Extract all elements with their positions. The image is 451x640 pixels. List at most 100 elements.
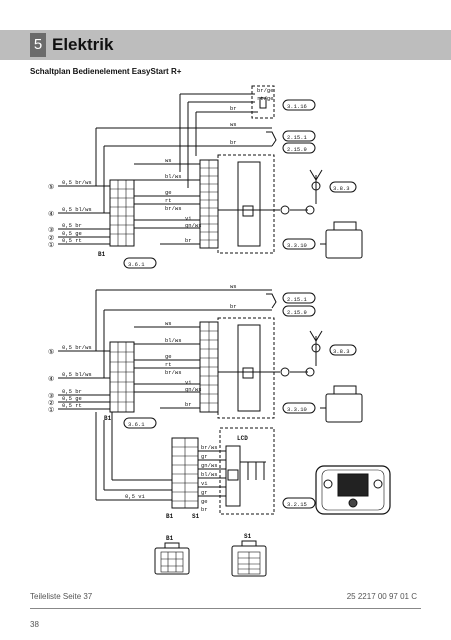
wire-label-ws-top: ws <box>230 121 237 128</box>
ref-boxes-mid <box>123 292 357 509</box>
wire-label-br: 0,5 br <box>62 222 82 229</box>
remote-control-device <box>315 465 391 515</box>
lcd-module <box>225 445 241 507</box>
antenna-top <box>309 169 323 204</box>
ref-3215: 3.2.15 <box>287 501 307 508</box>
lcd-label: LCD <box>237 435 248 442</box>
lcd-wire-ge: ge <box>201 498 208 505</box>
ref-361: 3.6.1 <box>128 261 145 268</box>
plug-top <box>280 205 290 215</box>
wire-label-blws: 0,5 bl/ws <box>62 206 92 213</box>
socket-top <box>305 205 315 215</box>
ref-3116: 3.1.16 <box>287 103 307 110</box>
wire-label-ge-mid: 0,5 ge <box>62 395 82 402</box>
relay-symbol-top <box>242 205 254 217</box>
wire-label-br-bus: br <box>185 237 192 244</box>
label-b1-detail: B1 <box>166 535 174 542</box>
antenna-mid <box>309 330 323 366</box>
wire-label-ws-mid: ws <box>230 283 237 290</box>
wire-label-br-top2: br <box>230 139 237 146</box>
pin-4: ④ <box>48 210 54 219</box>
pin-5: ⑤ <box>48 183 54 192</box>
lcd-wires <box>198 450 266 497</box>
relay-symbol-mid <box>242 367 254 379</box>
lcd-wire-blws: bl/ws <box>201 471 218 478</box>
wire-label-brge: br/ge <box>257 87 274 94</box>
socket-mid <box>305 367 315 377</box>
wire-label-ge-bus: ge <box>165 189 172 196</box>
wire-label-rt-bus: rt <box>165 197 172 204</box>
wire-label-br-mid2: br <box>230 303 237 310</box>
wire-label-ws-bus-mid: ws <box>165 320 172 327</box>
ref-boxes-top <box>123 99 357 269</box>
top-schematic <box>58 85 363 269</box>
connector-b1-detail <box>154 542 190 575</box>
pin-1: ① <box>48 241 54 250</box>
lcd-wire-gnws: gn/ws <box>201 462 218 469</box>
section-header: 5 Elektrik <box>0 30 451 60</box>
pin-4-mid: ④ <box>48 375 54 384</box>
bus-wires-mid <box>95 289 308 501</box>
wire-label-rt-mid: 0,5 rt <box>62 402 82 409</box>
lcd-relay <box>227 469 239 481</box>
switch-symbol-top <box>266 131 277 147</box>
connector-b1-mid <box>109 341 135 413</box>
wire-label-vi-bus-mid: vi <box>185 379 192 386</box>
sensor-box-top <box>251 85 275 119</box>
lcd-wire-brws: br/ws <box>201 444 218 451</box>
ref-2151: 2.15.1 <box>287 134 308 141</box>
section-number: 5 <box>30 33 46 57</box>
ref-383: 3.8.3 <box>333 185 350 192</box>
connector-s1-detail <box>231 540 267 577</box>
wire-label-vi-long: 0,5 vi <box>125 493 146 500</box>
wire-label-brws: 0,5 br/ws <box>62 179 92 186</box>
wire-label-gnws-bus: gn/ws <box>185 222 202 229</box>
connector-b1-top <box>109 179 135 247</box>
wire-label-gnws-bus-mid: gn/ws <box>185 386 202 393</box>
bus-wires-top <box>95 93 308 245</box>
wire-label-ge: 0,5 ge <box>62 230 82 237</box>
ref-361-mid: 3.6.1 <box>128 421 145 428</box>
wire-label-brws-bus-mid: br/ws <box>165 369 182 376</box>
wire-label-rt: 0,5 rt <box>62 237 82 244</box>
wire-label-br-top: br <box>230 105 237 112</box>
ref-2159-mid: 2.15.9 <box>287 309 307 316</box>
wire-label-vi-bus: vi <box>185 215 192 222</box>
wire-label-br-bus-mid: br <box>185 401 192 408</box>
switch-symbol-mid <box>266 293 277 309</box>
controller-module-mid <box>237 324 261 412</box>
label-b1-top: B1 <box>98 251 106 258</box>
pin-5-mid: ⑤ <box>48 348 54 357</box>
pin-1-mid: ① <box>48 406 54 415</box>
plug-mid <box>280 367 290 377</box>
lcd-wire-br: br <box>201 506 208 513</box>
page-number: 38 <box>30 620 39 629</box>
label-s1-lcd: S1 <box>192 513 200 520</box>
label-b1-mid: B1 <box>104 415 112 422</box>
middle-schematic <box>58 289 391 515</box>
pin-3: ③ <box>48 226 54 235</box>
wire-label-blws-bus: bl/ws <box>165 173 182 180</box>
footer-parts-list: Teileliste Seite 37 <box>30 592 93 601</box>
lcd-wire-gr2: gr <box>201 489 208 496</box>
pin-2-mid: ② <box>48 399 54 408</box>
footer-doc-number: 25 2217 00 97 01 C <box>346 592 417 601</box>
wire-label-rtge: rt/ge <box>257 95 274 102</box>
wire-label-br-mid: 0,5 br <box>62 388 82 395</box>
controller-module-top <box>237 161 261 247</box>
bottom-connectors <box>154 540 267 577</box>
controller-box-top <box>217 154 275 254</box>
module-3310-top <box>320 221 363 259</box>
left-pin-wires-mid <box>58 350 110 410</box>
resistor-top <box>259 97 267 109</box>
wire-label-brws-bus: br/ws <box>165 205 182 212</box>
lcd-wire-vi: vi <box>201 480 208 487</box>
ref-2159: 2.15.9 <box>287 146 307 153</box>
controller-box-mid <box>217 317 275 419</box>
ref-3310-mid: 3.3.10 <box>287 406 307 413</box>
wire-label-brws-mid: 0,5 br/ws <box>62 344 92 351</box>
label-b1-lcd: B1 <box>166 513 174 520</box>
lcd-box <box>219 427 275 515</box>
ref-2151-mid: 2.15.1 <box>287 296 308 303</box>
